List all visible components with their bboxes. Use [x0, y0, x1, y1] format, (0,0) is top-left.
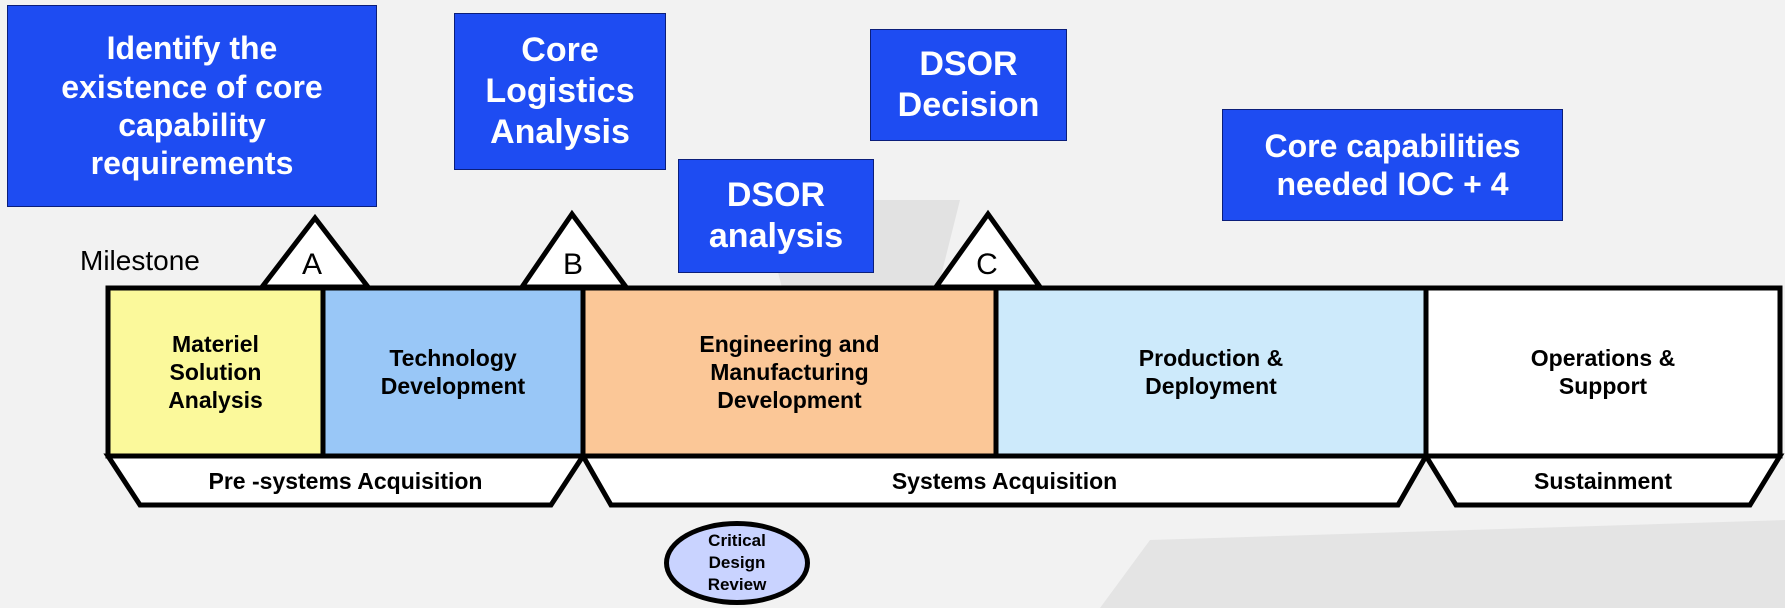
callout-identify-core-capability: Identify the existence of core capabilit…: [8, 6, 376, 206]
band-sustainment-shape: [1421, 453, 1785, 508]
milestone-b-label: B: [562, 248, 583, 281]
band-sustainment: Sustainment: [1533, 468, 1673, 494]
callout-core-capabilities-text: Core capabilities needed IOC + 4: [1264, 127, 1521, 202]
phase-technology-label: Technology Development: [380, 344, 526, 399]
phase-operations-box: [1423, 285, 1783, 459]
phase-production-deployment: Production & Deployment: [998, 290, 1424, 454]
callout-core-logistics-text: Core Logistics Analysis: [485, 31, 635, 151]
callout-core-capabilities-ioc: Core capabilities needed IOC + 4: [1223, 110, 1562, 220]
milestone-a-label: A: [301, 248, 322, 281]
phase-emd-label: Engineering and Manufacturing Developmen…: [699, 330, 880, 414]
band-pre-systems-acquisition: Pre -systems Acquisition: [208, 468, 483, 494]
phase-production-label: Production & Deployment: [1138, 344, 1284, 399]
callout-dsor-analysis: DSOR analysis: [679, 160, 873, 272]
phase-materiel-solution-analysis: Materiel Solution Analysis: [110, 290, 321, 454]
callout-dsor-decision: DSOR Decision: [871, 30, 1066, 140]
critical-design-review-label: Critical Design Review: [707, 530, 767, 595]
phase-materiel-label: Materiel Solution Analysis: [168, 330, 263, 414]
callout-identify-text: Identify the existence of core capabilit…: [61, 30, 323, 182]
phase-engineering-manufacturing-development: Engineering and Manufacturing Developmen…: [585, 290, 994, 454]
critical-design-review-ellipse: Critical Design Review: [664, 521, 810, 605]
milestone-c-label: C: [976, 248, 998, 281]
callout-core-logistics-analysis: Core Logistics Analysis: [455, 14, 665, 169]
milestone-label: Milestone: [80, 245, 200, 276]
band-systems-shape: [578, 453, 1431, 508]
background-ground-shape: [1100, 520, 1785, 608]
phase-operations-label: Operations & Support: [1530, 344, 1676, 399]
callout-dsor-decision-text: DSOR Decision: [897, 45, 1040, 124]
phase-technology-development: Technology Development: [325, 290, 581, 454]
callout-dsor-analysis-text: DSOR analysis: [708, 176, 844, 255]
band-systems-acquisition: Systems Acquisition: [891, 468, 1118, 494]
phase-operations-support: Operations & Support: [1428, 290, 1778, 454]
band-pre-systems-shape: [103, 453, 588, 508]
